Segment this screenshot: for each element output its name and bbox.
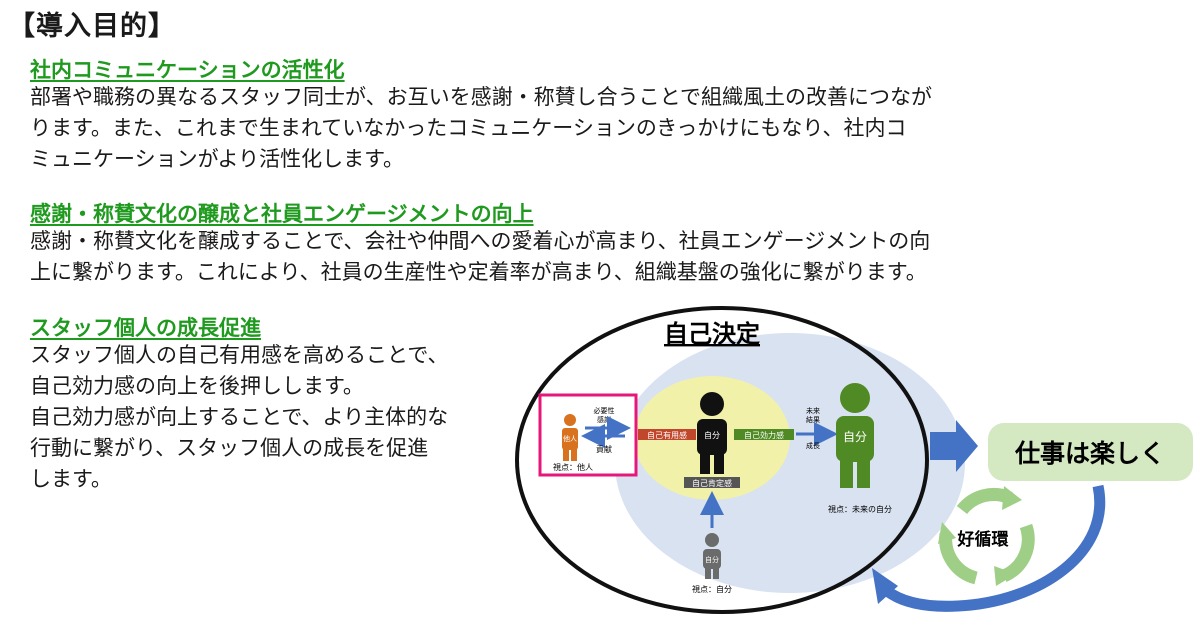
body-line: 自己効力感が向上することで、より主体的な [30, 405, 449, 429]
virtuous-cycle-label: 好循環 [957, 529, 1010, 550]
future-viewpoint-label: 視点：未来の自分 [828, 504, 892, 514]
section-heading-communication: 社内コミュニケーションの活性化 [30, 58, 345, 82]
thanks-label: 感謝 [597, 415, 611, 424]
work-fun-label: 仕事は楽しく [1014, 439, 1165, 468]
contribution-label: 貢献 [596, 444, 612, 454]
body-line: 感謝・称賛文化を醸成することで、会社や仲間への愛着心が高まり、社員エンゲージメン… [30, 229, 931, 253]
body-line: 上に繋がります。これにより、社員の生産性や定着率が高まり、組織基盤の強化に繋がり… [30, 260, 927, 284]
body-line: します。 [30, 467, 112, 491]
other-person-icon [562, 414, 578, 461]
growth-label: 成長 [806, 441, 820, 450]
small-self-icon [703, 533, 721, 579]
recycle-arrowheads [938, 486, 1022, 586]
section-body-engagement: 感謝・称賛文化を醸成することで、会社や仲間への愛着心が高まり、社員エンゲージメン… [30, 226, 930, 288]
other-viewpoint-label: 視点：他人 [553, 462, 593, 472]
body-line: 自己効力感の向上を後押しします。 [30, 374, 364, 398]
body-line: 行動に繋がり、スタッフ個人の成長を促進 [30, 436, 429, 460]
necessity-label: 必要性 [594, 406, 615, 415]
self-efficacy-label: 自己効力感 [744, 430, 784, 440]
return-arrow-icon [882, 484, 1106, 612]
self-person-icon [697, 392, 727, 474]
future-label: 未来 [806, 406, 820, 415]
other-person-label: 他人 [563, 434, 577, 443]
diagram-title: 自己決定 [664, 320, 760, 348]
work-fun-pill [988, 423, 1193, 481]
result-label: 結果 [806, 415, 820, 424]
body-line: スタッフ個人の自己有用感を高めることで、 [30, 343, 449, 367]
right-arrow-icon [930, 420, 978, 472]
section-body-communication: 部署や職務の異なるスタッフ同士が、お互いを感謝・称賛し合うことで組織風土の改善に… [30, 82, 932, 175]
self-usefulness-bar [638, 429, 696, 440]
return-arrowhead [872, 568, 898, 604]
body-line: 部署や職務の異なるスタッフ同士が、お互いを感謝・称賛し合うことで組織風土の改善に… [30, 85, 932, 109]
self-affirmation-label: 自己肯定感 [692, 478, 732, 488]
future-self-label: 自分 [843, 430, 867, 444]
self-efficacy-bar [734, 429, 794, 440]
self-usefulness-label: 自己有用感 [647, 430, 687, 440]
self-affirmation-bar [684, 477, 740, 488]
self-determination-ellipse [515, 306, 929, 614]
section-body-growth: スタッフ個人の自己有用感を高めることで、 自己効力感の向上を後押しします。 自己… [30, 340, 449, 495]
small-self-label: 自分 [705, 555, 719, 564]
future-self-icon [836, 383, 874, 488]
section-heading-engagement: 感謝・称賛文化の醸成と社員エンゲージメントの向上 [30, 202, 534, 226]
body-line: ります。また、これまで生まれていなかったコミュニケーションのきっかけにもなり、社… [30, 116, 907, 140]
self-viewpoint-label: 視点：自分 [692, 584, 732, 594]
page-title: 【導入目的】 [8, 11, 176, 42]
self-label: 自分 [704, 430, 720, 440]
section-heading-growth: スタッフ個人の成長促進 [30, 316, 261, 340]
body-line: ミュニケーションがより活性化します。 [30, 147, 405, 171]
